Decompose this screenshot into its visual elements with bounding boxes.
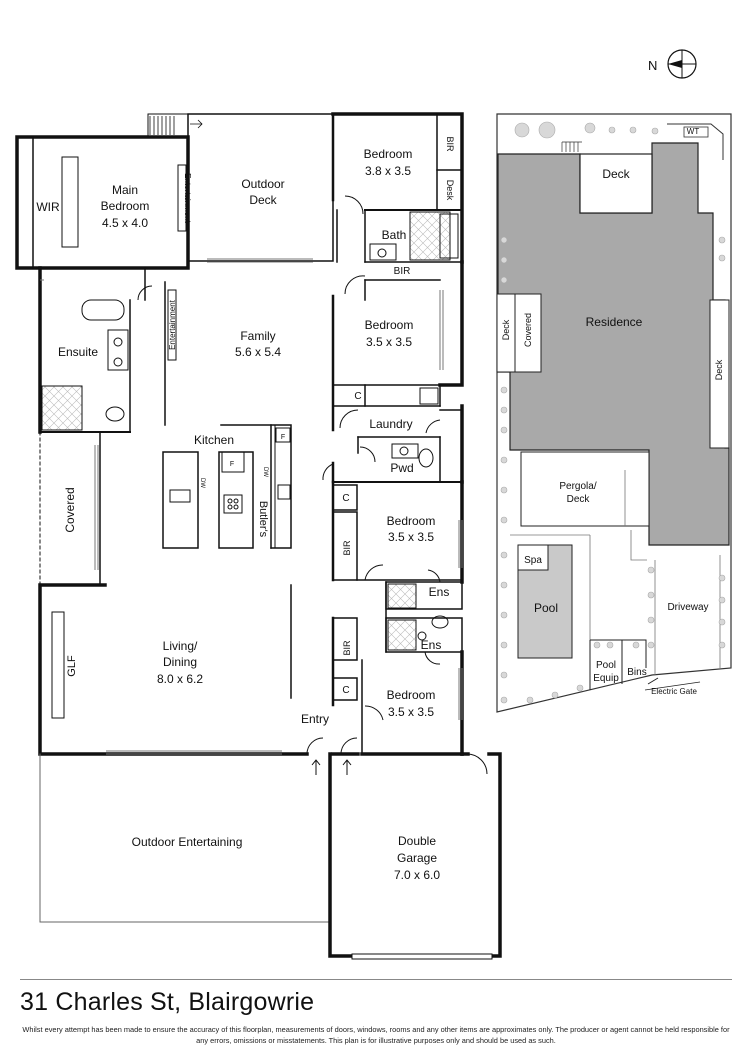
f-label-1: F <box>281 434 285 441</box>
pergola-deck <box>520 451 650 527</box>
living-size: 8.0 x 6.2 <box>157 672 203 686</box>
compass: N <box>648 49 697 79</box>
residence-label: Residence <box>586 315 643 329</box>
bedroom-a-size: 3.8 x 3.5 <box>365 164 411 178</box>
windows <box>40 258 463 755</box>
ensuite-label: Ensuite <box>58 345 98 359</box>
electric-gate-label: Electric Gate <box>651 687 697 696</box>
stairs <box>149 116 203 135</box>
pool-label: Pool <box>534 601 558 615</box>
compass-north-label: N <box>648 58 657 73</box>
pool-equip-label: Pool <box>596 660 616 671</box>
bath-shower <box>409 211 451 261</box>
entertainment-family-label: Entertainment <box>168 299 177 350</box>
entry-label: Entry <box>301 712 329 726</box>
bedroom-d-size: 3.5 x 3.5 <box>388 705 434 719</box>
pwd-label: Pwd <box>390 461 413 475</box>
ens-shower-2 <box>387 619 417 651</box>
bedroom-d-label: Bedroom <box>387 688 436 702</box>
vegetation <box>500 121 726 704</box>
c-c-label: C <box>342 493 349 504</box>
bedroom-c-label: Bedroom <box>387 514 436 528</box>
bir-c-label: BIR <box>342 540 352 556</box>
glf-label: GLF <box>66 655 78 677</box>
bedroom-c-size: 3.5 x 3.5 <box>388 530 434 544</box>
site-plan: WT <box>496 113 732 713</box>
entertainment-main-label: Entertainment <box>183 173 192 224</box>
site-boundary <box>496 113 732 713</box>
outdoor-entertaining-label: Outdoor Entertaining <box>132 835 243 849</box>
garage-label-2: Garage <box>397 851 437 865</box>
main-bedroom-label-2: Bedroom <box>101 199 150 213</box>
compass-arrow-icon <box>668 60 682 68</box>
spa-label: Spa <box>524 555 542 566</box>
doors <box>137 195 488 775</box>
site-covered-label: Covered <box>523 313 533 347</box>
main-bedroom-label: Main <box>112 183 138 197</box>
spa <box>517 544 549 571</box>
bedroom-b-label: Bedroom <box>365 318 414 332</box>
room-labels: WIR Main Bedroom 4.5 x 4.0 Entertainment… <box>36 136 455 882</box>
dw-label-2: DW <box>262 467 268 477</box>
wir-label: WIR <box>36 200 60 214</box>
garage-label: Double <box>398 834 436 848</box>
footer-divider <box>20 979 732 980</box>
bedroom-b-size: 3.5 x 3.5 <box>366 335 412 349</box>
wt-label: WT <box>687 127 700 136</box>
living-label: Living/ <box>163 639 198 653</box>
bir-bath-label: BIR <box>394 266 411 277</box>
site-deck-label: Deck <box>602 167 630 181</box>
ensuite-shower <box>41 385 83 431</box>
site-deck-left-label: Deck <box>501 319 511 340</box>
butlers-label: Butler's <box>257 501 269 538</box>
c-d-label: C <box>342 685 349 696</box>
driveway-label: Driveway <box>667 602 708 613</box>
desk-label: Desk <box>445 180 455 201</box>
garage-size: 7.0 x 6.0 <box>394 868 440 882</box>
bedroom-a-label: Bedroom <box>364 147 413 161</box>
kitchen-label: Kitchen <box>194 433 234 447</box>
f-label-2: F <box>230 461 234 468</box>
bir-a-label: BIR <box>445 136 455 152</box>
pergola-label: Pergola/ <box>559 481 596 492</box>
laundry-label: Laundry <box>369 417 412 431</box>
living-label-2: Dining <box>163 655 197 669</box>
disclaimer-text: Whilst every attempt has been made to en… <box>22 1025 730 1045</box>
bath-label: Bath <box>382 228 407 242</box>
fixtures <box>41 156 459 719</box>
covered-label: Covered <box>63 487 77 532</box>
ens-1-label: Ens <box>429 585 450 599</box>
outdoor-deck-label-2: Deck <box>249 193 277 207</box>
dw-label-1: DW <box>199 478 205 488</box>
outdoor-deck-label: Outdoor <box>241 177 284 191</box>
family-size: 5.6 x 5.4 <box>235 345 281 359</box>
site-deck-right-label: Deck <box>714 359 724 380</box>
main-bedroom-size: 4.5 x 4.0 <box>102 216 148 230</box>
ens-2-label: Ens <box>421 638 442 652</box>
site-deck <box>579 153 653 214</box>
ens-shower-1 <box>387 583 417 609</box>
bins-label: Bins <box>627 667 646 678</box>
address-title: 31 Charles St, Blairgowrie <box>20 988 315 1016</box>
bir-d-label: BIR <box>342 640 352 656</box>
pool-equip-label-2: Equip <box>593 673 619 684</box>
family-label: Family <box>240 329 275 343</box>
entry-arrows <box>311 759 352 775</box>
pergola-label-2: Deck <box>567 494 591 505</box>
c-b-label: C <box>354 391 361 402</box>
